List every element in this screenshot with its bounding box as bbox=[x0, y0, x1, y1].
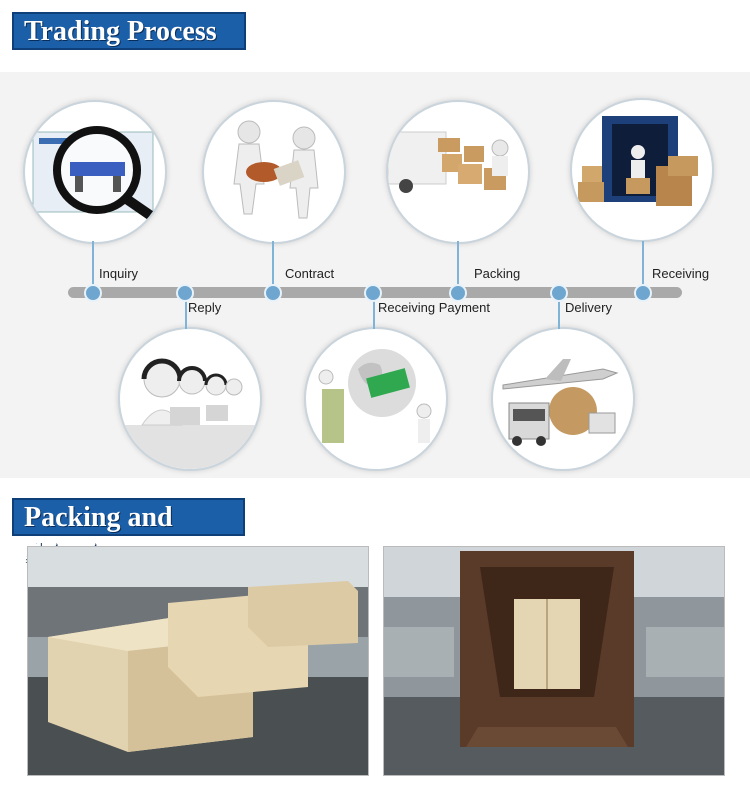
receiving-image bbox=[570, 98, 714, 242]
headset-operators-icon bbox=[120, 358, 260, 469]
timeline-node-contract bbox=[264, 284, 282, 302]
timeline-node-reply bbox=[176, 284, 194, 302]
reply-image bbox=[118, 327, 262, 471]
step-label-inquiry: Inquiry bbox=[99, 266, 139, 281]
container-icon bbox=[578, 116, 698, 206]
step-label-contract: Contract bbox=[285, 266, 335, 281]
warehouse-crates-photo bbox=[27, 546, 369, 776]
truck-icon bbox=[388, 131, 509, 193]
timeline-node-delivery bbox=[550, 284, 568, 302]
step-label-receiving-payment: Receiving Payment bbox=[378, 300, 490, 315]
timeline-node-receiving-payment bbox=[364, 284, 382, 302]
contract-stem bbox=[272, 241, 274, 291]
step-label-packing: Packing bbox=[474, 266, 521, 281]
contract-image bbox=[202, 100, 346, 244]
timeline-node-inquiry bbox=[84, 284, 102, 302]
receiving-payment-image bbox=[304, 327, 448, 471]
inquiry-image bbox=[23, 100, 167, 244]
delivery-stem bbox=[558, 293, 560, 329]
trading-process-banner: Trading Process bbox=[12, 12, 246, 50]
packing-stem bbox=[457, 241, 459, 291]
delivery-image bbox=[491, 327, 635, 471]
receiving-payment-stem bbox=[373, 293, 375, 329]
reply-stem bbox=[185, 293, 187, 329]
handshake-icon bbox=[233, 120, 319, 219]
step-label-delivery: Delivery bbox=[565, 300, 612, 315]
trading-process-title: Trading Process bbox=[24, 16, 217, 47]
inquiry-stem bbox=[92, 241, 94, 291]
packing-image bbox=[386, 100, 530, 244]
receiving-stem bbox=[642, 241, 644, 291]
step-label-reply: Reply bbox=[188, 300, 222, 315]
magnifier-icon bbox=[32, 126, 162, 225]
timeline-node-packing bbox=[449, 284, 467, 302]
packing-shipping-banner: Packing and shipping bbox=[12, 498, 245, 569]
plane-truck-icon bbox=[502, 359, 619, 446]
globe-money-icon bbox=[318, 349, 432, 443]
timeline-node-receiving bbox=[634, 284, 652, 302]
container-loading-photo bbox=[383, 546, 725, 776]
step-label-receiving: Receiving bbox=[652, 266, 710, 281]
